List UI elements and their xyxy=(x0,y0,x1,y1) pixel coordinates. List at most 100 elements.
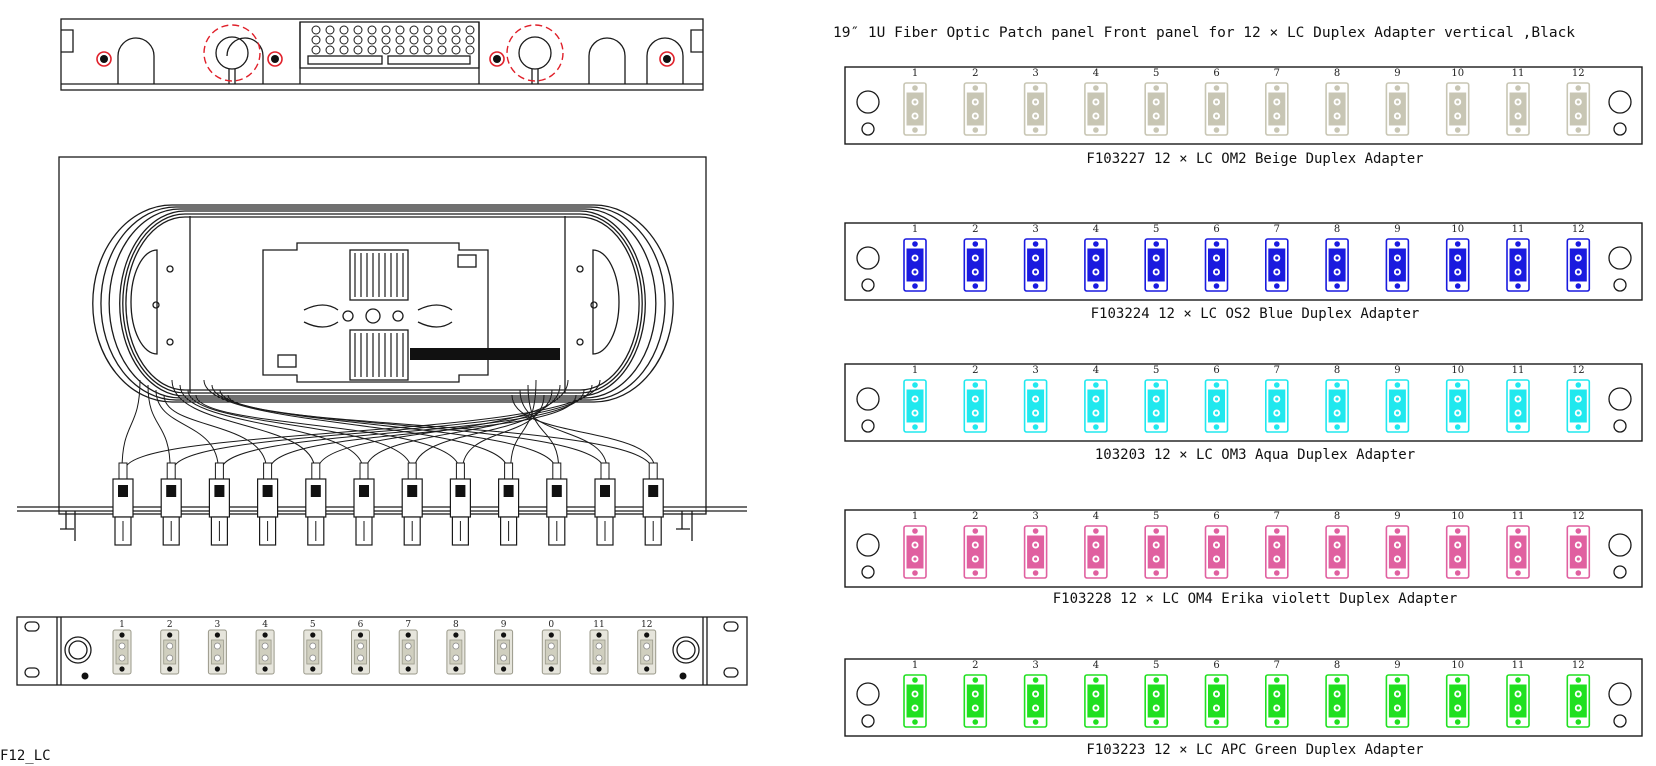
pin-hole xyxy=(381,35,391,45)
lc-connector-body xyxy=(498,478,520,518)
adapter-ferrule xyxy=(1275,543,1279,547)
connector-boot xyxy=(407,462,417,480)
adapter-ferrule xyxy=(913,114,917,118)
adapter-ferrule xyxy=(1094,100,1098,104)
duplex-adapter xyxy=(1566,82,1591,136)
adapter-port xyxy=(261,654,269,662)
duplex-adapter xyxy=(1023,379,1048,433)
top-rear-view xyxy=(60,18,704,91)
adapter-screw xyxy=(1274,85,1280,91)
adapter-screw xyxy=(596,666,602,672)
adapter-screw xyxy=(1575,424,1582,430)
adapter-screw xyxy=(1334,677,1340,683)
mounting-hole xyxy=(1608,246,1632,270)
adapter-screw xyxy=(119,666,125,672)
adapter-screw xyxy=(1153,241,1159,247)
adapter-screw xyxy=(1032,677,1039,683)
adapter-ferrule xyxy=(1275,256,1279,260)
mounting-hole xyxy=(861,565,875,579)
port-number: 10 xyxy=(1451,511,1464,522)
port-number: 1 xyxy=(912,511,918,522)
mounting-hole xyxy=(861,714,875,728)
duplex-adapter xyxy=(1506,379,1530,433)
adapter-ferrule xyxy=(1034,256,1038,260)
pin-hole xyxy=(353,45,363,55)
adapter-ferrule xyxy=(1154,543,1158,547)
adapter-screw xyxy=(1213,85,1220,91)
adapter-ferrule xyxy=(973,114,977,118)
port-number: 11 xyxy=(593,620,604,630)
adapter-ferrule xyxy=(1275,270,1279,274)
duplex-adapter xyxy=(494,629,514,675)
pigtail-fiber xyxy=(187,389,412,471)
top-view-highlights xyxy=(203,24,564,82)
adapter-screw xyxy=(1093,719,1099,725)
duplex-adapter xyxy=(1204,238,1229,292)
adapter-screw xyxy=(1394,283,1401,289)
adapter-screw xyxy=(972,283,979,289)
duplex-adapter xyxy=(1445,674,1470,728)
adapter-ferrule xyxy=(1395,411,1399,415)
port-number: 8 xyxy=(453,620,459,630)
pin-hole xyxy=(437,35,447,45)
adapter-screw xyxy=(1032,528,1039,534)
adapter-screw xyxy=(972,424,979,430)
lc-connector-body xyxy=(353,478,375,518)
adapter-screw xyxy=(1274,382,1280,388)
pin-hole xyxy=(395,35,405,45)
adapter-ferrule xyxy=(1576,256,1580,260)
adapter-screw xyxy=(357,666,364,672)
adapter-screw xyxy=(1334,719,1340,725)
panel-screw-dot xyxy=(679,672,687,680)
port-number: 2 xyxy=(167,620,173,630)
adapter-ferrule xyxy=(913,397,917,401)
adapter-screw xyxy=(1153,528,1159,534)
adapter-screw xyxy=(1093,528,1099,534)
port-number: 7 xyxy=(405,620,411,630)
port-number: 4 xyxy=(1093,365,1099,376)
lc-connector-latch xyxy=(600,485,610,497)
port-number: 6 xyxy=(1213,224,1219,235)
adapter-screw xyxy=(912,677,918,683)
port-number: 9 xyxy=(501,620,507,630)
adapter-ferrule xyxy=(913,100,917,104)
pin-hole xyxy=(395,25,405,35)
mounting-hole xyxy=(861,122,875,136)
adapter-ferrule xyxy=(1576,557,1580,561)
duplex-adapter xyxy=(255,629,275,675)
adapter-ferrule xyxy=(1335,397,1339,401)
port-number: 2 xyxy=(972,68,978,79)
adapter-screw xyxy=(1153,85,1159,91)
adapter-screw xyxy=(1153,283,1159,289)
screw-highlight xyxy=(267,51,283,67)
adapter-screw xyxy=(1515,85,1521,91)
adapter-ferrule xyxy=(1094,114,1098,118)
lc-connector-latch xyxy=(214,485,225,497)
pin-hole xyxy=(423,35,433,45)
adapter-screw xyxy=(1394,127,1401,133)
panel-caption-blue: F103224 12 × LC OS2 Blue Duplex Adapter xyxy=(1090,306,1420,322)
adapter-port xyxy=(595,642,603,650)
adapter-screw xyxy=(119,632,125,638)
adapter-ferrule xyxy=(973,557,977,561)
duplex-adapter xyxy=(1385,525,1410,579)
adapter-ferrule xyxy=(1034,397,1038,401)
port-number: 11 xyxy=(1512,68,1525,79)
pin-hole xyxy=(437,45,447,55)
adapter-ferrule xyxy=(1516,100,1520,104)
pigtail-fiber xyxy=(527,384,560,471)
duplex-adapter xyxy=(1566,238,1591,292)
duplex-adapter xyxy=(1566,674,1591,728)
adapter-screw xyxy=(1334,283,1340,289)
adapter-ferrule xyxy=(1154,256,1158,260)
adapter-screw xyxy=(453,666,459,672)
port-number: 9 xyxy=(1394,660,1400,671)
adapter-screw xyxy=(310,632,316,638)
port-number: 1 xyxy=(912,224,918,235)
port-number: 2 xyxy=(972,660,978,671)
pigtail-fiber xyxy=(317,379,569,471)
duplex-adapter xyxy=(1445,525,1470,579)
adapter-screw xyxy=(167,666,173,672)
adapter-ferrule xyxy=(1335,100,1339,104)
adapter-ferrule xyxy=(1576,692,1580,696)
